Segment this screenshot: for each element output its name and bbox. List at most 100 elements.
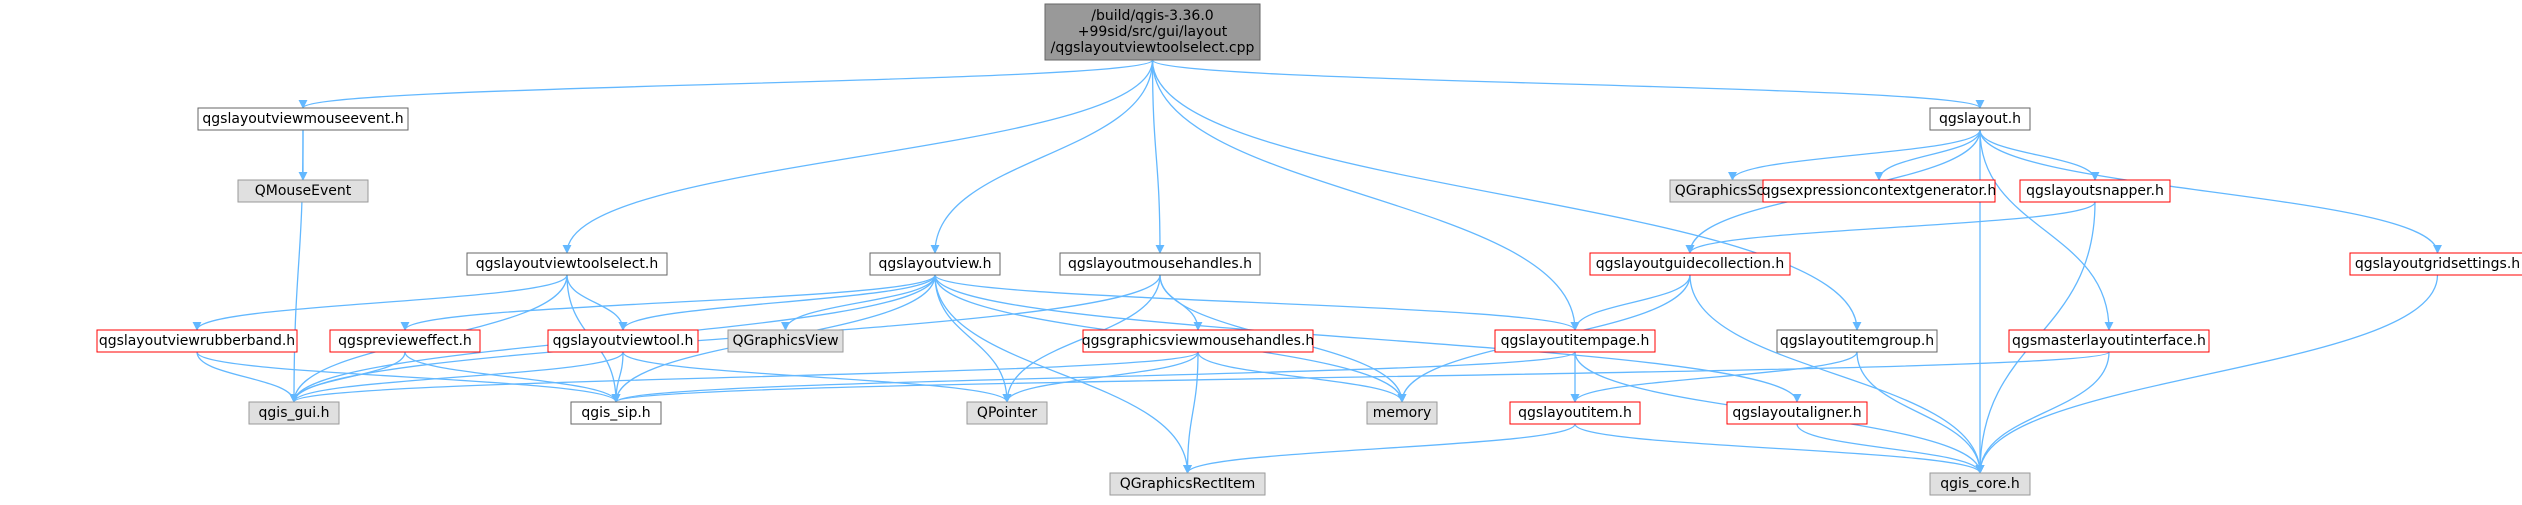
node-qgslayoutviewtoolselect-h[interactable]: qgslayoutviewtoolselect.h xyxy=(466,252,668,276)
edge-qgslayoutguidecollection-h-to-qgslayoutitempage-h xyxy=(1570,274,1691,331)
node-box xyxy=(1726,401,1868,425)
node-label: qgsmasterlayoutinterface.h xyxy=(2012,333,2206,349)
node-qgslayoutmousehandles-h[interactable]: qgslayoutmousehandles.h xyxy=(1059,252,1261,276)
node-qgslayoutguidecollection-h[interactable]: qgslayoutguidecollection.h xyxy=(1589,252,1791,276)
edge-qgslayoutgridsettings-h-to-qgis-core-h xyxy=(1975,274,2439,474)
node-label: qgslayoutsnapper.h xyxy=(2026,183,2164,199)
edge-root-to-qgslayoutmousehandles-h xyxy=(1151,59,1165,254)
nodes: /build/qgis-3.36.0+99sid/src/gui/layout/… xyxy=(96,3,2522,496)
node-label: +99sid/src/gui/layout xyxy=(1078,24,1228,40)
edge-qgslayoutguidecollection-h-to-qgis-core-h xyxy=(1689,274,1985,474)
node-qgsgraphicsviewmousehandles-h[interactable]: qgsgraphicsviewmousehandles.h xyxy=(1082,329,1314,353)
node-memory[interactable]: memory xyxy=(1366,401,1438,425)
node-qgslayoutview-h[interactable]: qgslayoutview.h xyxy=(869,252,1001,276)
edge-qgslayoutview-h-to-qgslayoutaligner-h xyxy=(934,274,1802,403)
node-label: /build/qgis-3.36.0 xyxy=(1091,8,1213,24)
node-box xyxy=(1589,252,1791,276)
node-qgslayoutviewrubberband-h[interactable]: qgslayoutviewrubberband.h xyxy=(96,329,298,353)
node-label: qgslayoutmousehandles.h xyxy=(1068,256,1252,272)
node-qgslayoutviewtool-h[interactable]: qgslayoutviewtool.h xyxy=(547,329,699,353)
node-box xyxy=(1776,329,1938,353)
node-label: /qgslayoutviewtoolselect.cpp xyxy=(1051,40,1255,56)
edge-qgslayoutitemgroup-h-to-qgslayoutitem-h xyxy=(1570,351,1858,403)
edge-root-to-qgslayout-h xyxy=(1151,59,1985,109)
node-qgspreviewеffect-h[interactable]: qgspreviеweffect.h xyxy=(329,329,481,353)
edge-root-to-qgslayoutview-h xyxy=(930,59,1154,254)
node-box xyxy=(869,252,1001,276)
edge-root-to-qgslayoutitempage-h xyxy=(1151,59,1580,331)
edge-qgslayoutview-h-to-qgslayoutviewtool-h xyxy=(618,274,936,331)
node-QPointer[interactable]: QPointer xyxy=(966,401,1048,425)
edge-qgslayoutviewtool-h-to-qgis-gui-h xyxy=(289,351,624,403)
node-qgis-core-h[interactable]: qgis_core.h xyxy=(1929,472,2031,496)
edge-qgslayoutsnapper-h-to-qgslayoutguidecollection-h xyxy=(1685,201,2096,254)
edge-qgslayoutview-h-to-qgspreviewеffect-h xyxy=(400,274,936,331)
node-box xyxy=(1929,107,2031,131)
node-qgsmasterlayoutinterface-h[interactable]: qgsmasterlayoutinterface.h xyxy=(2008,329,2210,353)
edge-qgslayoutitem-h-to-QGraphicsRectItem xyxy=(1183,423,1576,474)
node-label: qgslayoutviewmouseevent.h xyxy=(202,111,403,127)
node-qgslayoutitem-h[interactable]: qgslayoutitem.h xyxy=(1509,401,1641,425)
edge-qgslayoutviewtool-h-to-QPointer xyxy=(622,351,1012,403)
edge-qgslayoutitemgroup-h-to-qgis-core-h xyxy=(1856,351,1985,474)
node-box xyxy=(1366,401,1438,425)
node-qgslayoutviewmouseevent-h[interactable]: qgslayoutviewmouseevent.h xyxy=(197,107,409,131)
node-label: QPointer xyxy=(977,405,1037,421)
node-box xyxy=(1059,252,1261,276)
edge-qgsgraphicsviewmousehandles-h-to-QGraphicsRectItem xyxy=(1182,351,1199,474)
node-box xyxy=(329,329,481,353)
node-label: QMouseEvent xyxy=(255,183,352,199)
node-box xyxy=(1929,472,2031,496)
node-box xyxy=(727,329,844,353)
edge-qgslayoutview-h-to-QPointer xyxy=(934,274,1012,403)
node-qgis-sip-h[interactable]: qgis_sip.h xyxy=(570,401,662,425)
node-qgslayoutsnapper-h[interactable]: qgslayoutsnapper.h xyxy=(2019,179,2171,203)
node-qgslayoutitemgroup-h[interactable]: qgslayoutitemgroup.h xyxy=(1776,329,1938,353)
edge-qgslayoutviewtoolselect-h-to-qgslayoutviewtool-h xyxy=(566,274,628,331)
node-box xyxy=(197,107,409,131)
node-label: qgis_gui.h xyxy=(259,405,330,421)
node-label: qgslayoutitempage.h xyxy=(1501,333,1650,349)
node-box xyxy=(96,329,298,353)
node-box xyxy=(1509,401,1641,425)
node-qgslayoutaligner-h[interactable]: qgslayoutaligner.h xyxy=(1726,401,1868,425)
edge-root-to-qgslayoutitemgroup-h xyxy=(1151,59,1862,331)
node-label: qgslayoutviewrubberband.h xyxy=(99,333,295,349)
edge-qgslayout-h-to-qgslayoutgridsettings-h xyxy=(1979,129,2442,254)
node-box xyxy=(237,179,369,203)
node-label: QGraphicsScene xyxy=(1675,183,1791,199)
node-box xyxy=(466,252,668,276)
node-qgslayout-h[interactable]: qgslayout.h xyxy=(1929,107,2031,131)
edge-qgslayoutviewtoolselect-h-to-qgslayoutviewrubberband-h xyxy=(192,274,568,331)
node-box xyxy=(966,401,1048,425)
node-qgsexpressioncontextgenerator-h[interactable]: qgsexpressioncontextgenerator.h xyxy=(1762,179,1997,203)
node-qgslayoutitempage-h[interactable]: qgslayoutitempage.h xyxy=(1494,329,1656,353)
node-label: QGraphicsRectItem xyxy=(1120,476,1256,492)
node-box xyxy=(547,329,699,353)
node-box xyxy=(1082,329,1314,353)
node-QMouseEvent[interactable]: QMouseEvent xyxy=(237,179,369,203)
node-label: memory xyxy=(1373,405,1432,421)
node-box xyxy=(1109,472,1266,496)
node-label: qgslayoutitem.h xyxy=(1518,405,1632,421)
node-qgslayoutgridsettings-h[interactable]: qgslayoutgridsettings.h xyxy=(2349,252,2522,276)
node-label: qgsexpressioncontextgenerator.h xyxy=(1762,183,1997,199)
edge-qgsmasterlayoutinterface-h-to-qgis-core-h xyxy=(1975,351,2110,474)
node-box xyxy=(2008,329,2210,353)
edge-qgslayoutviewrubberband-h-to-qgis-sip-h xyxy=(196,351,621,403)
edge-qgslayout-h-to-qgsmasterlayoutinterface-h xyxy=(1979,129,2114,331)
node-qgis-gui-h[interactable]: qgis_gui.h xyxy=(248,401,340,425)
edge-qgslayoutitem-h-to-qgis-core-h xyxy=(1574,423,1985,474)
node-root[interactable]: /build/qgis-3.36.0+99sid/src/gui/layout/… xyxy=(1044,3,1261,61)
edge-qgsgraphicsviewmousehandles-h-to-qgis-gui-h xyxy=(289,351,1199,403)
node-label: qgslayoutaligner.h xyxy=(1732,405,1861,421)
edge-qgslayout-h-to-qgsexpressioncontextgenerator-h xyxy=(1874,129,1981,181)
node-box xyxy=(2349,252,2522,276)
node-label: qgslayoutgridsettings.h xyxy=(2355,256,2520,272)
edge-qgsmasterlayoutinterface-h-to-qgis-sip-h xyxy=(611,351,2110,403)
edge-qgslayout-h-to-QGraphicsScene xyxy=(1728,129,1981,181)
node-QGraphicsView[interactable]: QGraphicsView xyxy=(727,329,844,353)
node-QGraphicsRectItem[interactable]: QGraphicsRectItem xyxy=(1109,472,1266,496)
node-label: qgis_core.h xyxy=(1940,476,2020,492)
